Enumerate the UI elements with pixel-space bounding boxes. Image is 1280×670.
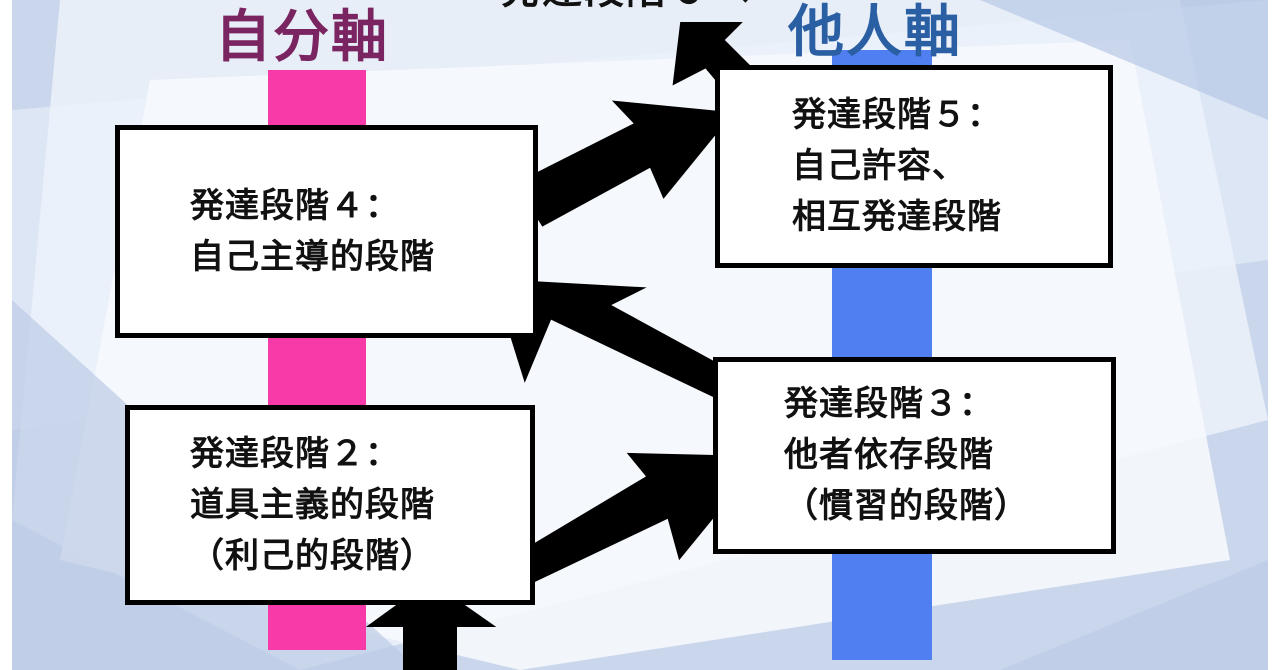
stage-2-line-1: 発達段階２： <box>190 433 400 474</box>
stage-3-line-2: 他者依存段階 <box>784 435 994 475</box>
stage-3-line-3: （慣習的段階） <box>784 486 1029 526</box>
stage-3-text: 発達段階３： 他者依存段階 （慣習的段階） <box>784 379 1029 532</box>
stage-5-line-3: 相互発達段階 <box>792 197 1002 237</box>
stage-5-line-2: 自己許容、 <box>792 146 967 186</box>
stage-4-text: 発達段階４： 自己主導的段階 <box>190 181 435 283</box>
self-axis-title: 自分軸 <box>215 5 389 70</box>
arrow-stage4-to-stage5 <box>515 100 734 227</box>
stage-2-line-3: （利己的段階） <box>190 535 435 576</box>
stage-4-line-2: 自己主導的段階 <box>190 236 435 277</box>
stage-3-line-1: 発達段階３： <box>784 384 994 424</box>
stage-5-text: 発達段階５： 自己許容、 相互発達段階 <box>792 90 1002 243</box>
next-stage-label: 発達段階６へ <box>500 0 752 10</box>
stage-3-box: 発達段階３： 他者依存段階 （慣習的段階） <box>713 357 1116 554</box>
other-axis-title: 他人軸 <box>788 0 962 65</box>
stage-5-line-1: 発達段階５： <box>792 95 1002 135</box>
stage-4-line-1: 発達段階４： <box>190 185 400 226</box>
stage-2-line-2: 道具主義的段階 <box>190 484 435 525</box>
stage-5-box: 発達段階５： 自己許容、 相互発達段階 <box>715 65 1113 268</box>
stage-4-box: 発達段階４： 自己主導的段階 <box>115 125 538 338</box>
stage-2-box: 発達段階２： 道具主義的段階 （利己的段階） <box>125 405 535 605</box>
stage-2-text: 発達段階２： 道具主義的段階 （利己的段階） <box>190 429 435 582</box>
